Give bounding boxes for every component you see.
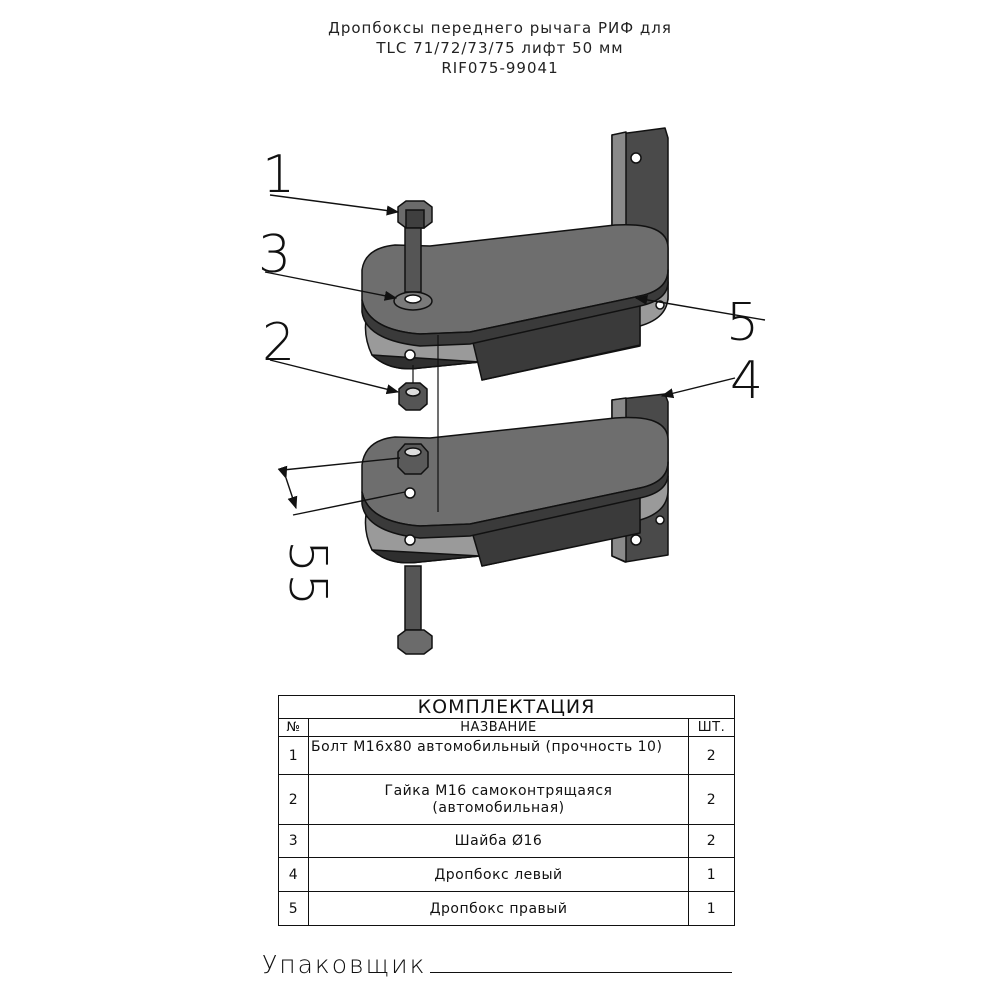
bolt-upper: [397, 200, 433, 293]
callout-1: 1: [262, 145, 295, 205]
callout-2: 2: [262, 313, 295, 373]
assembly-drawing: 1 3 2 5 4 55: [258, 127, 766, 655]
callout-3: 3: [258, 225, 291, 285]
washer: [393, 291, 433, 311]
callout-4: 4: [730, 351, 763, 411]
row-name: Шайба Ø16: [308, 824, 689, 858]
row-name: Болт M16x80 автомобильный (прочность 10): [308, 736, 689, 775]
dropbox-right-part: [361, 127, 669, 381]
row-qty: 2: [687, 824, 736, 858]
column-header-qty: ШТ.: [687, 718, 736, 737]
table-row: 5 Дропбокс правый 1: [278, 891, 736, 926]
row-qty: 2: [687, 774, 736, 825]
dimension-label: 55: [277, 540, 337, 606]
parts-table: КОМПЛЕКТАЦИЯ № НАЗВАНИЕ ШТ. 1 Болт M16x8…: [277, 695, 736, 926]
dimension-55: [277, 457, 406, 516]
table-row: 2 Гайка М16 самоконтрящаяся (автомобильн…: [278, 774, 736, 825]
row-qty: 2: [687, 736, 736, 775]
row-num: 1: [278, 736, 309, 775]
column-header-num: №: [278, 718, 309, 737]
packer-signature-line[interactable]: [430, 972, 732, 973]
row-num: 4: [278, 857, 309, 892]
row-qty: 1: [687, 857, 736, 892]
nut-self-locking: [398, 382, 428, 411]
drawing-title: Дропбоксы переднего рычага РИФ для TLC 7…: [0, 18, 1000, 78]
row-num: 2: [278, 774, 309, 825]
row-name: Гайка М16 самоконтрящаяся (автомобильная…: [308, 774, 689, 825]
row-name: Дропбокс левый: [308, 857, 689, 892]
leader-lines: [264, 194, 766, 399]
row-qty: 1: [687, 891, 736, 926]
column-header-name: НАЗВАНИЕ: [308, 718, 689, 737]
table-row: 4 Дропбокс левый 1: [278, 857, 736, 892]
bolt-lower: [397, 565, 433, 655]
nut-lower: [397, 443, 429, 475]
title-line-2: TLC 71/72/73/75 лифт 50 мм: [376, 39, 624, 57]
table-row: 3 Шайба Ø16 2: [278, 824, 736, 858]
title-line-3: RIF075-99041: [441, 59, 559, 77]
parts-table-caption: КОМПЛЕКТАЦИЯ: [277, 695, 736, 719]
row-name: Дропбокс правый: [308, 891, 689, 926]
title-line-1: Дропбоксы переднего рычага РИФ для: [328, 19, 672, 37]
table-row: 1 Болт M16x80 автомобильный (прочность 1…: [278, 736, 736, 775]
row-num: 3: [278, 824, 309, 858]
packer-label: Упаковщик: [262, 950, 427, 979]
callout-5: 5: [726, 293, 759, 353]
row-num: 5: [278, 891, 309, 926]
dropbox-left-part: [361, 393, 669, 567]
